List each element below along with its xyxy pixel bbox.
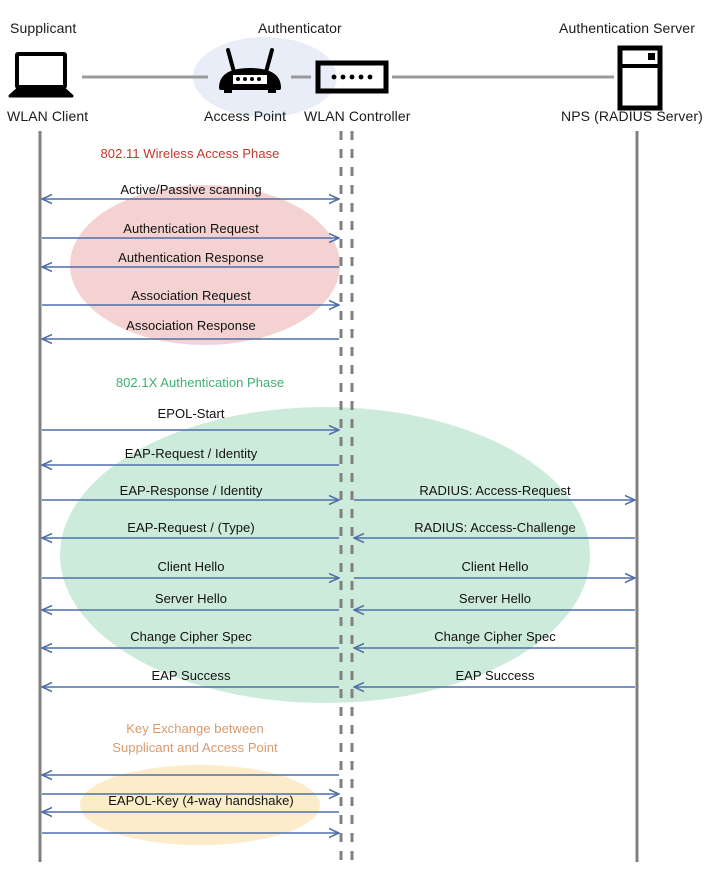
message-label-radius-access-challenge: RADIUS: Access-Challenge [414,520,576,535]
message-label-authentication-request: Authentication Request [123,221,259,236]
message-label-eap-success-right: EAP Success [455,668,535,683]
actor-device-wlan-controller: WLAN Controller [304,108,411,124]
message-label-association-request: Association Request [131,288,251,303]
phase-label-key-exchange-line1: Key Exchange between [126,721,264,736]
auth-phase-ellipse [60,407,590,703]
message-label-eap-response-identity: EAP-Response / Identity [119,483,263,498]
message-label-eap-request-type: EAP-Request / (Type) [127,520,255,535]
actor-role-auth-server: Authentication Server [559,20,695,36]
actor-role-supplicant: Supplicant [10,20,77,36]
phase-label-key-exchange-line2: Supplicant and Access Point [112,740,278,755]
message-label-active-passive-scanning: Active/Passive scanning [120,182,262,197]
arrows-auth-phase-left [42,430,339,687]
actor-device-nps-radius: NPS (RADIUS Server) [561,108,703,124]
message-label-eapol-key: EAPOL-Key (4-way handshake) [108,793,294,808]
message-label-authentication-response: Authentication Response [118,250,264,265]
phase-label-wireless-access: 802.11 Wireless Access Phase [100,146,280,161]
wlan-controller-icon [315,60,389,94]
message-label-eap-success-left: EAP Success [151,668,231,683]
message-label-server-hello-right: Server Hello [458,591,532,606]
message-label-change-cipher-spec-left: Change Cipher Spec [130,629,252,644]
message-label-client-hello-right: Client Hello [461,559,529,574]
laptop-icon [8,52,74,98]
actor-device-access-point: Access Point [204,108,287,124]
arrows-auth-phase-right [354,500,635,687]
phase-label-8021x-auth: 802.1X Authentication Phase [115,375,285,390]
message-label-server-hello-left: Server Hello [154,591,228,606]
message-label-radius-access-request: RADIUS: Access-Request [419,483,571,498]
server-icon [617,45,663,111]
message-label-eap-request-identity: EAP-Request / Identity [124,446,258,461]
actor-role-authenticator: Authenticator [258,20,342,36]
arrows-key-exchange-phase [42,775,339,833]
message-label-eapol-start: EPOL-Start [157,406,225,421]
message-label-client-hello-left: Client Hello [157,559,225,574]
actor-device-wlan-client: WLAN Client [7,108,89,124]
access-point-icon [219,48,281,93]
message-label-change-cipher-spec-right: Change Cipher Spec [434,629,556,644]
arrows-wireless-access-phase [42,199,339,339]
message-label-association-response: Association Response [126,318,256,333]
key-exchange-ellipse [80,765,320,845]
